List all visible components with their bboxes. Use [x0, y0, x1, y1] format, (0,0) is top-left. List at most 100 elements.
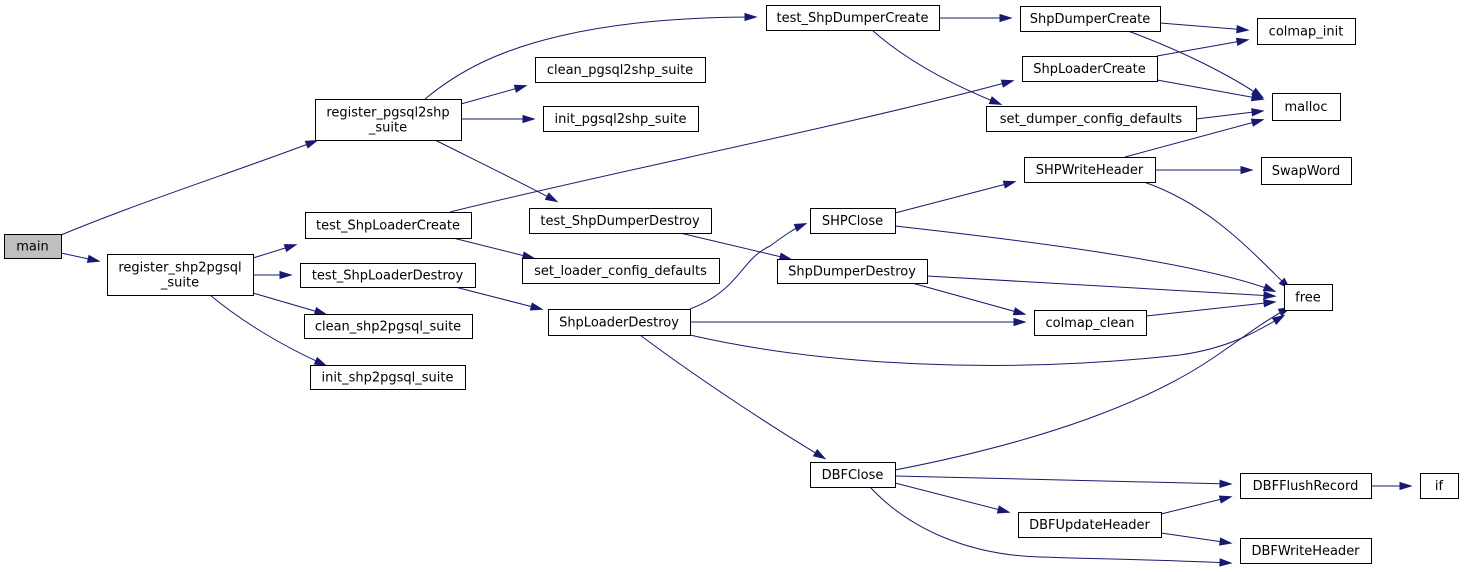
- edge-test_ShpDumperCreate-to-ShpDumperCreate: [939, 13, 1013, 23]
- node-free[interactable]: free: [1284, 284, 1333, 311]
- node-label: SHPWriteHeader: [1036, 163, 1144, 178]
- node-clean_pgsql2shp_suite[interactable]: clean_pgsql2shp_suite: [535, 57, 706, 83]
- node-init_shp2pgsql_suite[interactable]: init_shp2pgsql_suite: [310, 365, 466, 390]
- edge-register_pgsql2shp_suite-to-test_ShpDumperCreate: [424, 12, 758, 100]
- edge-DBFClose-to-DBFUpdateHeader: [894, 482, 1011, 514]
- node-set_loader_config_defaults[interactable]: set_loader_config_defaults: [522, 258, 720, 284]
- edge-line: [1160, 532, 1231, 544]
- edge-ShpLoaderDestroy-to-SHPClose: [689, 222, 808, 310]
- node-label: colmap_clean: [1045, 316, 1134, 331]
- arrowhead: [1000, 79, 1015, 88]
- node-box: [522, 258, 720, 284]
- arrowhead: [313, 307, 328, 316]
- node-label: _suite: [368, 121, 407, 136]
- node-label: main: [16, 240, 48, 255]
- edge-SHPWriteHeader-to-SwapWord: [1155, 165, 1254, 175]
- node-box: [810, 208, 896, 234]
- node-colmap_init[interactable]: colmap_init: [1257, 18, 1356, 45]
- edge-register_shp2pgsql_suite-to-test_ShpLoaderDestroy: [253, 270, 293, 280]
- node-label: test_ShpDumperCreate: [777, 11, 929, 26]
- edge-line: [60, 140, 317, 236]
- node-if[interactable]: if: [1420, 473, 1459, 499]
- edge-line: [434, 139, 557, 202]
- edge-line: [689, 315, 1284, 366]
- arrowhead: [513, 84, 528, 93]
- node-init_pgsql2shp_suite[interactable]: init_pgsql2shp_suite: [543, 106, 699, 132]
- edge-DBFUpdateHeader-to-DBFWriteHeader: [1160, 532, 1233, 546]
- node-register_pgsql2shp_suite[interactable]: register_pgsql2shp_suite: [315, 99, 462, 141]
- node-box: [1020, 6, 1161, 32]
- node-label: init_shp2pgsql_suite: [322, 371, 454, 386]
- edge-ShpDumperCreate-to-colmap_init: [1159, 22, 1250, 34]
- edge-line: [679, 232, 791, 260]
- node-main[interactable]: main: [4, 234, 62, 259]
- node-ShpLoaderCreate[interactable]: ShpLoaderCreate: [1022, 56, 1158, 82]
- node-box: [107, 254, 254, 296]
- arrowhead: [521, 251, 536, 260]
- node-colmap_clean[interactable]: colmap_clean: [1034, 310, 1147, 336]
- node-box: [1022, 56, 1158, 82]
- node-box: [1240, 538, 1372, 564]
- arrowhead: [988, 96, 1003, 106]
- node-DBFFlushRecord[interactable]: DBFFlushRecord: [1240, 473, 1372, 499]
- arrowhead: [812, 449, 827, 460]
- node-label: SwapWord: [1272, 164, 1341, 179]
- node-box: [1261, 157, 1352, 185]
- node-label: register_pgsql2shp: [326, 106, 449, 121]
- node-SHPClose[interactable]: SHPClose: [810, 208, 896, 234]
- node-SHPWriteHeader[interactable]: SHPWriteHeader: [1024, 157, 1156, 183]
- edge-line: [1159, 22, 1248, 31]
- edge-ShpDumperDestroy-to-colmap_clean: [911, 282, 1027, 316]
- edge-line: [1145, 301, 1275, 317]
- arrowhead: [744, 12, 758, 22]
- node-label: test_ShpLoaderDestroy: [312, 269, 464, 284]
- arrowhead: [1250, 118, 1265, 127]
- arrowhead: [86, 254, 101, 263]
- node-label: test_ShpDumperDestroy: [540, 214, 700, 229]
- edge-DBFClose-to-DBFWriteHeader: [869, 486, 1233, 567]
- edge-test_ShpLoaderDestroy-to-ShpLoaderDestroy: [454, 286, 544, 311]
- node-box: [310, 365, 466, 390]
- node-ShpLoaderDestroy[interactable]: ShpLoaderDestroy: [548, 309, 691, 336]
- node-box: [543, 106, 699, 132]
- node-malloc[interactable]: malloc: [1272, 93, 1341, 121]
- edge-line: [449, 80, 1013, 213]
- node-test_ShpLoaderDestroy[interactable]: test_ShpLoaderDestroy: [300, 263, 476, 288]
- node-label: if: [1435, 479, 1444, 494]
- edge-line: [252, 292, 326, 315]
- arrowhead: [1263, 298, 1277, 308]
- node-clean_shp2pgsql_suite[interactable]: clean_shp2pgsql_suite: [304, 314, 473, 339]
- node-label: free: [1295, 291, 1321, 306]
- node-test_ShpDumperCreate[interactable]: test_ShpDumperCreate: [766, 5, 940, 31]
- node-test_ShpDumperDestroy[interactable]: test_ShpDumperDestroy: [529, 208, 712, 234]
- node-test_ShpLoaderCreate[interactable]: test_ShpLoaderCreate: [305, 212, 472, 239]
- node-SwapWord[interactable]: SwapWord: [1261, 157, 1352, 185]
- edge-line: [894, 475, 1231, 485]
- node-label: set_dumper_config_defaults: [1000, 112, 1183, 127]
- nodes-layer: main register_shp2pgsql_suite register_pgs…: [4, 5, 1459, 564]
- node-DBFClose[interactable]: DBFClose: [810, 462, 896, 488]
- node-register_shp2pgsql_suite[interactable]: register_shp2pgsql_suite: [107, 254, 254, 296]
- node-label: test_ShpLoaderCreate: [316, 219, 460, 234]
- edge-set_dumper_config_defaults-to-malloc: [1195, 108, 1265, 120]
- node-DBFUpdateHeader[interactable]: DBFUpdateHeader: [1018, 512, 1162, 538]
- node-box: [304, 314, 473, 339]
- node-label: malloc: [1285, 100, 1328, 115]
- arrowhead: [1219, 537, 1233, 546]
- node-DBFWriteHeader[interactable]: DBFWriteHeader: [1240, 538, 1372, 564]
- edge-line: [1143, 181, 1290, 289]
- arrowhead: [313, 356, 328, 367]
- node-box: [300, 263, 476, 288]
- node-ShpDumperDestroy[interactable]: ShpDumperDestroy: [777, 259, 928, 284]
- node-set_dumper_config_defaults[interactable]: set_dumper_config_defaults: [986, 106, 1197, 132]
- node-box: [1420, 473, 1459, 499]
- node-ShpDumperCreate[interactable]: ShpDumperCreate: [1020, 6, 1161, 32]
- arrowhead: [1002, 180, 1017, 189]
- edge-line: [1156, 79, 1263, 100]
- node-box: [810, 462, 896, 488]
- node-label: DBFFlushRecord: [1253, 479, 1359, 494]
- edge-ShpLoaderDestroy-to-free: [689, 314, 1286, 366]
- node-box: [1257, 18, 1356, 45]
- edge-main-to-register_shp2pgsql_suite: [60, 252, 101, 263]
